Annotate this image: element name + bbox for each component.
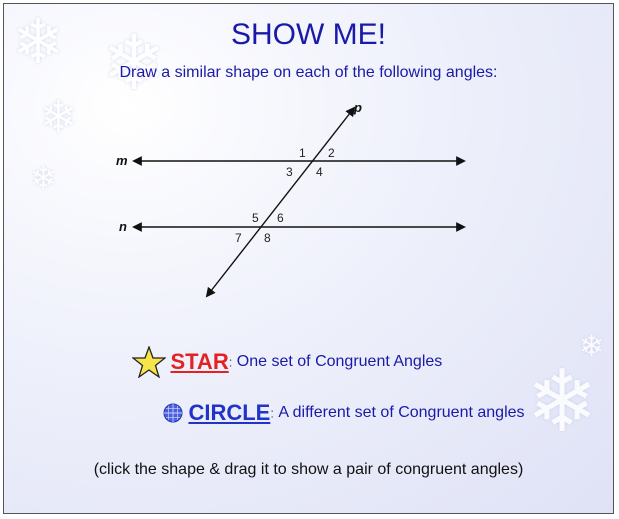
snowflake-decoration: ❄ bbox=[12, 8, 64, 77]
slide: ❄ ❄ ❄ ❄ ❄ ❄ SHOW ME! Draw a similar shap… bbox=[3, 3, 614, 514]
circle-colon: : bbox=[270, 405, 274, 421]
circle-instruction-row: CIRCLE: A different set of Congruent ang… bbox=[162, 400, 525, 426]
angle-label-1: 1 bbox=[299, 146, 306, 160]
line-label-n: n bbox=[119, 219, 127, 234]
circle-icon[interactable] bbox=[162, 402, 184, 424]
page-title: SHOW ME! bbox=[231, 18, 386, 51]
star-description: One set of Congruent Angles bbox=[236, 353, 443, 370]
page-subtitle: Draw a similar shape on each of the foll… bbox=[119, 64, 498, 81]
angle-label-5: 5 bbox=[252, 211, 259, 225]
star-instruction-row: STAR: One set of Congruent Angles bbox=[132, 346, 442, 378]
snowflake-decoration: ❄ bbox=[30, 160, 57, 196]
snowflake-decoration: ❄ bbox=[102, 21, 166, 106]
angle-label-6: 6 bbox=[277, 211, 284, 225]
snowflake-decoration: ❄ bbox=[40, 93, 77, 142]
star-keyword: STAR bbox=[170, 349, 229, 374]
drag-instruction: (click the shape & drag it to show a pai… bbox=[93, 461, 524, 478]
snowflake-decoration: ❄ bbox=[579, 330, 605, 363]
angle-label-7: 7 bbox=[235, 231, 242, 245]
angle-label-3: 3 bbox=[286, 165, 293, 179]
transversal-p bbox=[205, 106, 356, 298]
angle-label-8: 8 bbox=[264, 231, 271, 245]
angle-label-2: 2 bbox=[328, 146, 335, 160]
snowflake-decoration: ❄ bbox=[526, 354, 599, 450]
star-icon[interactable] bbox=[132, 346, 166, 378]
line-label-m: m bbox=[116, 153, 128, 168]
angle-label-4: 4 bbox=[316, 165, 323, 179]
circle-description: A different set of Congruent angles bbox=[278, 404, 525, 421]
circle-keyword: CIRCLE bbox=[188, 400, 271, 425]
parallel-lines-diagram: m n p 1 2 3 4 5 6 7 8 bbox=[116, 100, 466, 298]
line-label-p: p bbox=[353, 100, 362, 115]
star-colon: : bbox=[228, 354, 233, 370]
